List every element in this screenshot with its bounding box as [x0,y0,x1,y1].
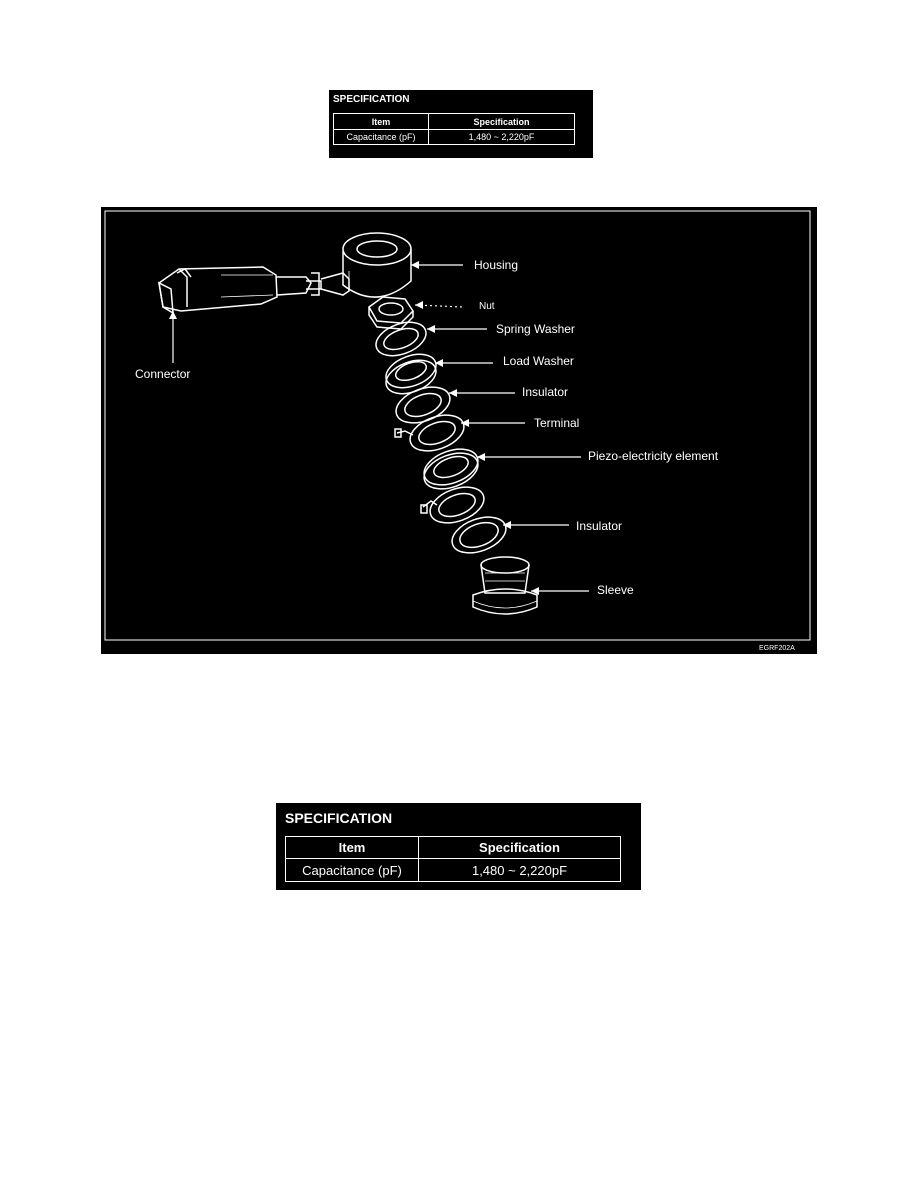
table-cell-item: Capacitance (pF) [285,858,419,882]
label-piezo-element: Piezo-electricity element [588,449,719,463]
table-header-row: Item Specification [333,113,575,130]
housing-part [342,232,412,298]
insulator-part-2 [451,516,507,554]
table-row: Capacitance (pF) 1,480 ~ 2,220pF [333,129,575,145]
spec-box-bottom: SPECIFICATION Item Specification Capacit… [276,803,641,890]
spec-title: SPECIFICATION [285,810,393,826]
leader-nut [414,304,464,308]
spec-box-top: SPECIFICATION Item Specification Capacit… [329,90,593,158]
column-header-specification: Specification [428,113,575,130]
column-header-item: Item [285,836,419,859]
label-insulator-1: Insulator [522,385,568,399]
label-load-washer: Load Washer [503,354,574,368]
table-row: Capacitance (pF) 1,480 ~ 2,220pF [285,858,621,882]
knock-sensor-exploded-diagram: Housing Nut Spring Washer Load Washer In… [101,207,817,654]
terminal-washer-part [420,486,485,524]
sleeve-part [472,556,538,615]
insulator-part-1 [395,386,451,424]
table-cell-value: 1,480 ~ 2,220pF [428,129,575,145]
label-sleeve: Sleeve [597,583,634,597]
table-cell-value: 1,480 ~ 2,220pF [418,858,621,882]
figure-reference-code: EGRF202A [759,645,795,652]
label-terminal: Terminal [534,416,579,430]
label-nut: Nut [479,301,495,312]
diagram-drawing: Housing Nut Spring Washer Load Washer In… [104,210,811,652]
connector-part [158,266,322,315]
label-insulator-2: Insulator [576,519,622,533]
diagram-frame [104,210,811,641]
spec-title: SPECIFICATION [333,94,410,105]
leader-lines [172,264,589,592]
label-connector: Connector [135,367,190,381]
spring-washer-part [375,321,427,357]
nut-part [368,296,414,330]
piezo-element-part [423,448,479,490]
table-cell-item: Capacitance (pF) [333,129,429,145]
label-housing: Housing [474,258,518,272]
terminal-part [394,414,465,452]
spec-table: Item Specification Capacitance (pF) 1,48… [333,113,575,145]
spec-table: Item Specification Capacitance (pF) 1,48… [285,836,621,882]
column-header-item: Item [333,113,429,130]
arrow-heads [169,261,539,595]
table-header-row: Item Specification [285,836,621,859]
label-spring-washer: Spring Washer [496,322,575,336]
column-header-specification: Specification [418,836,621,859]
